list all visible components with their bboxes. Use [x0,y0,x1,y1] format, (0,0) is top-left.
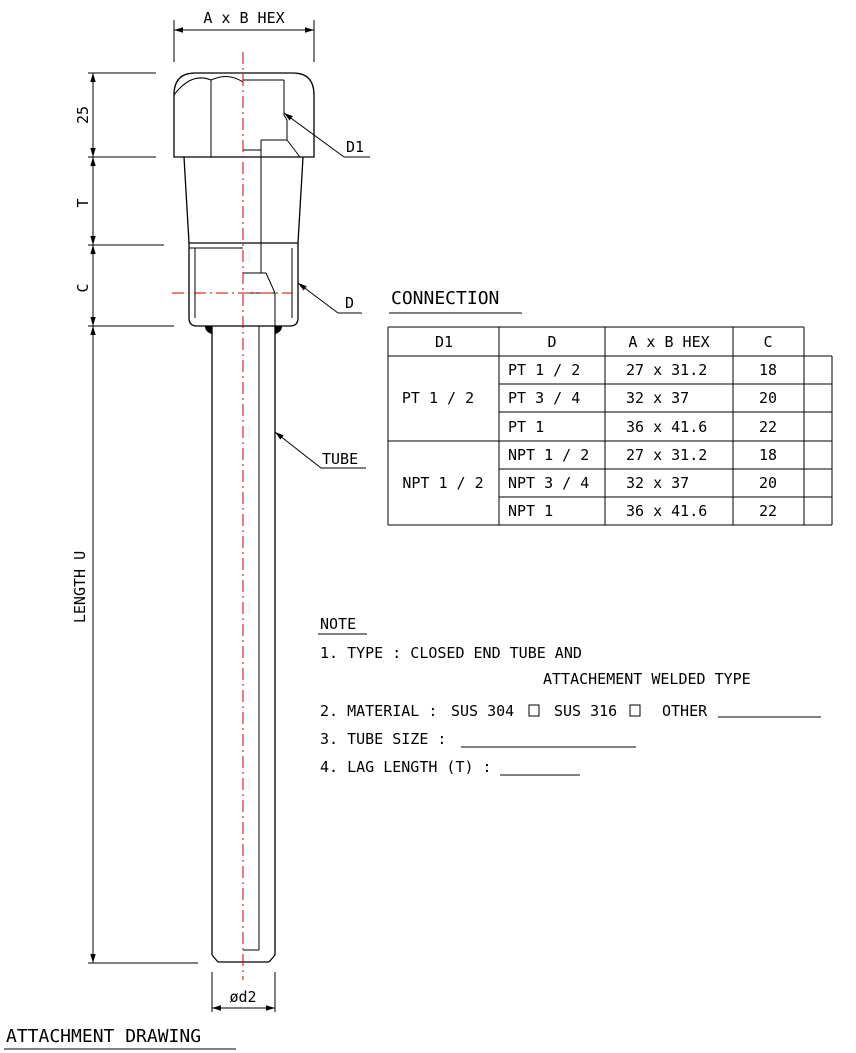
table-header-d1: D1 [435,333,453,351]
dim-vertical-chain: 25 T C LENGTH U [71,72,198,964]
note-material-304: SUS 304 [451,702,514,720]
checkbox-sus316[interactable] [629,704,641,717]
connection-title: CONNECTION [391,288,499,309]
dim-t-label: T [74,198,92,207]
footer: ATTACHMENT DRAWING [4,1026,236,1050]
note-title: NOTE [320,615,356,633]
dim-25-label: 25 [74,106,92,124]
note-line-1: 1. TYPE : CLOSED END TUBE AND [320,644,582,662]
dim-d2-label: ød2 [229,988,256,1006]
table-cell: 20 [759,389,777,407]
table-cell: 32 x 37 [626,389,689,407]
dim-hex-label: A x B HEX [203,9,284,27]
table-cell: 22 [759,418,777,436]
table-cell: NPT 1 [508,502,553,520]
note-line-4: 4. LAG LENGTH (T) : [320,758,492,776]
table-cell: PT 1 / 2 [508,361,580,379]
callout-tube-label: TUBE [322,450,358,468]
table-header-d: D [547,333,556,351]
table-cell: PT 3 / 4 [508,389,580,407]
table-cell: 36 x 41.6 [626,418,707,436]
callout-d-label: D [345,294,354,312]
table-cell: PT 1 [508,418,544,436]
table-header-hex: A x B HEX [628,333,709,351]
note-material-316: SUS 316 [554,702,617,720]
table-group-d1: NPT 1 / 2 [402,474,483,492]
drawing-title: ATTACHMENT DRAWING [6,1026,201,1047]
table-header-c: C [763,333,772,351]
table-cell: NPT 1 / 2 [508,446,589,464]
callout-d: D [297,282,362,314]
table-cell: 27 x 31.2 [626,361,707,379]
connection-table: CONNECTION D1 D A x B HEX C PT 1 / 2 PT … [387,288,833,526]
note-line-3: 3. TUBE SIZE : [320,730,446,748]
table-cell: 36 x 41.6 [626,502,707,520]
table-group-d1: PT 1 / 2 [402,389,474,407]
callout-d1: D1 [283,112,370,158]
note-line-2: 2. MATERIAL : [320,702,437,720]
dim-c-label: C [74,283,92,292]
table-cell: 18 [759,446,777,464]
dim-hex: A x B HEX [173,9,315,62]
dim-length-label: LENGTH U [71,551,89,623]
table-cell: 32 x 37 [626,474,689,492]
notes: NOTE 1. TYPE : CLOSED END TUBE AND ATTAC… [318,615,821,776]
table-cell: 20 [759,474,777,492]
dim-tube-dia: ød2 [211,972,276,1012]
part-outline [173,72,315,963]
table-cell: 22 [759,502,777,520]
note-material-other: OTHER [662,702,708,720]
checkbox-sus304[interactable] [528,704,540,717]
note-line-1b: ATTACHEMENT WELDED TYPE [543,670,751,688]
callout-d1-label: D1 [346,138,364,156]
table-cell: 18 [759,361,777,379]
table-cell: NPT 3 / 4 [508,474,589,492]
table-cell: 27 x 31.2 [626,446,707,464]
callout-tube: TUBE [274,431,366,469]
